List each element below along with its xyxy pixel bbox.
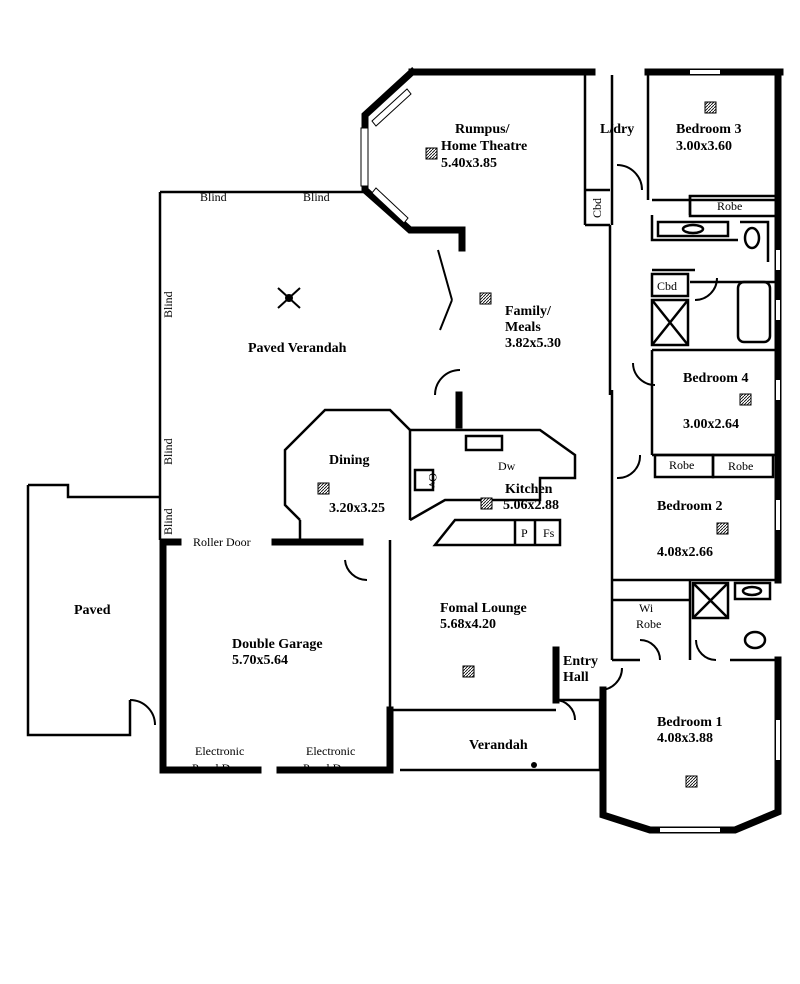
panel-door-label-2a: Electronic (306, 744, 355, 758)
wi-label: Wi (639, 601, 654, 615)
cbd-label-laundry: Cbd (590, 198, 604, 218)
oven-label: Ov (426, 473, 440, 488)
garage-dim: 5.70x5.64 (232, 653, 288, 668)
bedroom1-label: Bedroom 1 (657, 715, 722, 730)
pantry-label: P (521, 526, 528, 540)
bedroom2-dim: 4.08x2.66 (657, 545, 713, 560)
entry-label-2: Hall (563, 670, 589, 685)
laundry-label: L/dry (600, 122, 634, 137)
blind-label-top-2: Blind (303, 190, 330, 204)
family-dim: 3.82x5.30 (505, 336, 561, 351)
dining-dim: 3.20x3.25 (329, 501, 385, 516)
interior-walls (26, 75, 778, 772)
light-point-icons (317, 101, 752, 788)
rumpus-label: Rumpus/ (455, 122, 511, 137)
robe-label-bed3: Robe (717, 199, 742, 213)
blind-label-left-2: Blind (161, 438, 175, 465)
bedroom4-dim: 3.00x2.64 (683, 417, 739, 432)
panel-door-label-1b: Panel Door (192, 761, 246, 775)
paved-label: Paved (74, 603, 111, 618)
lounge-label: Fomal Lounge (440, 601, 527, 616)
bedroom4-label: Bedroom 4 (683, 371, 748, 386)
bedroom2-label: Bedroom 2 (657, 499, 722, 514)
light-dot (531, 762, 537, 768)
robe-label-bed4a: Robe (669, 458, 694, 472)
ceiling-fan-icon (277, 287, 301, 309)
rumpus-dim: 5.40x3.85 (441, 156, 497, 171)
garage-label: Double Garage (232, 637, 323, 652)
door-swings (129, 164, 718, 726)
roller-door-label: Roller Door (193, 535, 251, 549)
entry-label: Entry (563, 654, 598, 669)
family-label: Family/ (505, 304, 552, 319)
verandah-label: Verandah (469, 738, 528, 753)
dishwasher-label: Dw (498, 459, 516, 473)
fridge-label: Fs (543, 526, 555, 540)
bedroom3-label: Bedroom 3 (676, 122, 741, 137)
lounge-dim: 5.68x4.20 (440, 617, 496, 632)
cbd-label-bath: Cbd (657, 279, 677, 293)
blind-label-top-1: Blind (200, 190, 227, 204)
window-marks (660, 70, 780, 832)
rumpus-label-2: Home Theatre (441, 139, 527, 154)
room-labels: Rumpus/ Home Theatre 5.40x3.85 L/dry Bed… (74, 122, 748, 753)
fixture-labels: Robe Cbd Robe Robe Wi Robe Dw P Fs Rolle… (192, 190, 753, 775)
rumpus-windows (360, 88, 412, 224)
family-label-2: Meals (505, 320, 541, 335)
panel-door-label-1a: Electronic (195, 744, 244, 758)
bedroom3-dim: 3.00x3.60 (676, 139, 732, 154)
wi-robe-label: Robe (636, 617, 661, 631)
robe-label-bed4b: Robe (728, 459, 753, 473)
kitchen-label: Kitchen (505, 482, 553, 497)
bedroom1-dim: 4.08x3.88 (657, 731, 713, 746)
kitchen-dim: 5.06x2.88 (503, 498, 559, 513)
vertical-labels: Cbd Ov Blind Blind Blind (161, 198, 604, 535)
dining-label: Dining (329, 453, 369, 468)
paved-verandah-label: Paved Verandah (248, 341, 347, 356)
panel-door-label-2b: Panel Door (303, 761, 357, 775)
blind-label-left-3: Blind (161, 508, 175, 535)
blind-label-left-1: Blind (161, 291, 175, 318)
